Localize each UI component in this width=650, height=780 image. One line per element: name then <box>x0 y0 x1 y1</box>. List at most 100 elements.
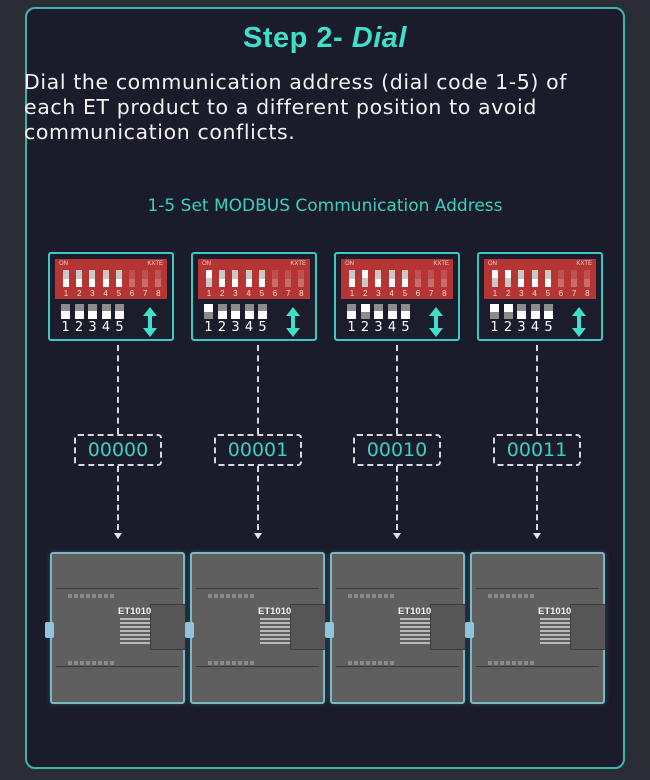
dashed-connector <box>257 345 259 434</box>
dip-toggle-7[interactable] <box>142 270 149 287</box>
dip-toggle-4[interactable] <box>531 270 538 287</box>
led <box>68 594 72 598</box>
dip-toggle-2[interactable] <box>219 270 226 287</box>
dip-toggle-6[interactable] <box>558 270 564 287</box>
dip-toggle-1[interactable] <box>349 270 355 287</box>
et-device[interactable]: ET1010 <box>470 552 605 704</box>
dip-toggle-1[interactable] <box>206 270 212 287</box>
zoomed-toggle-3[interactable] <box>231 304 240 319</box>
dip-toggle-7[interactable] <box>428 270 435 287</box>
zoomed-toggle-knob <box>88 311 97 319</box>
zoomed-toggle-4[interactable] <box>244 304 254 319</box>
dip-toggle-5[interactable] <box>544 270 551 287</box>
zoomed-toggle-1[interactable] <box>204 304 213 319</box>
zoomed-position-number: 2 <box>360 320 370 335</box>
et-device[interactable]: ET1010 <box>190 552 325 704</box>
arrow-down-icon <box>533 533 541 539</box>
dip-toggle-3[interactable] <box>89 270 96 287</box>
et-device[interactable]: ET1010 <box>50 552 185 704</box>
dip-toggle-knob <box>531 279 538 287</box>
dip-toggle-2[interactable] <box>76 270 83 287</box>
dip-position-number: 7 <box>571 289 577 298</box>
dip-toggle-7[interactable] <box>285 270 292 287</box>
dip-toggle-7[interactable] <box>571 270 578 287</box>
dip-toggle-5[interactable] <box>258 270 265 287</box>
dip-toggle-4[interactable] <box>388 270 395 287</box>
spec-line <box>260 630 290 632</box>
zoomed-toggle-2[interactable] <box>74 304 84 319</box>
zoomed-toggle-5[interactable] <box>258 304 267 319</box>
zoomed-position-number: 5 <box>401 320 410 335</box>
dip-toggle-4[interactable] <box>245 270 252 287</box>
zoomed-toggle-3[interactable] <box>88 304 97 319</box>
status-leds <box>208 661 254 665</box>
spec-line <box>260 634 290 636</box>
dip-position-number: 1 <box>206 289 212 298</box>
dip-toggle-knob <box>102 279 109 287</box>
dip-toggle-3[interactable] <box>232 270 239 287</box>
dip-toggle-knob <box>362 270 369 278</box>
et-device[interactable]: ET1010 <box>330 552 465 704</box>
dip-toggle-1[interactable] <box>492 270 498 287</box>
dip-toggle-knob <box>505 270 512 278</box>
spec-line <box>120 622 150 624</box>
address-value: 00001 <box>214 434 302 466</box>
zoomed-toggle-1[interactable] <box>61 304 70 319</box>
led <box>98 661 102 665</box>
led <box>372 661 376 665</box>
dip-toggle-1[interactable] <box>63 270 69 287</box>
device-cover <box>290 604 325 650</box>
device-cover <box>430 604 465 650</box>
spec-line <box>540 630 570 632</box>
dip-toggle-3[interactable] <box>518 270 525 287</box>
dip-toggle-8[interactable] <box>441 270 448 287</box>
zoomed-toggle-3[interactable] <box>517 304 526 319</box>
dip-toggle-5[interactable] <box>401 270 408 287</box>
zoomed-toggle-4[interactable] <box>101 304 111 319</box>
title-emphasis: Dial <box>351 22 407 54</box>
dip-toggle-6[interactable] <box>272 270 278 287</box>
dip-toggle-3[interactable] <box>375 270 382 287</box>
zoomed-toggle-5[interactable] <box>401 304 410 319</box>
dip-toggle-6[interactable] <box>129 270 135 287</box>
led <box>220 661 224 665</box>
dip-position-number: 5 <box>116 289 122 298</box>
dip-position-number: 6 <box>558 289 564 298</box>
zoomed-toggle-5[interactable] <box>544 304 553 319</box>
dip-toggle-2[interactable] <box>362 270 369 287</box>
zoomed-position-number: 3 <box>231 320 240 335</box>
led <box>214 661 218 665</box>
zoomed-toggle-4[interactable] <box>387 304 397 319</box>
zoomed-toggle-1[interactable] <box>347 304 356 319</box>
dip-toggle-knob <box>518 279 525 287</box>
dip-toggle-4[interactable] <box>102 270 109 287</box>
zoomed-toggle-1[interactable] <box>490 304 499 319</box>
dip-toggle-8[interactable] <box>155 270 162 287</box>
led <box>208 661 212 665</box>
led <box>530 594 534 598</box>
dip-toggle-6[interactable] <box>415 270 421 287</box>
page-title: Step 2- Dial <box>0 22 650 55</box>
dip-position-number: 6 <box>272 289 278 298</box>
dip-toggle-5[interactable] <box>115 270 122 287</box>
led <box>366 594 370 598</box>
zoomed-toggle-2[interactable] <box>217 304 227 319</box>
dip-position-number: 4 <box>389 289 394 298</box>
zoomed-toggle-knob <box>347 311 356 319</box>
zoomed-toggle-5[interactable] <box>115 304 124 319</box>
zoomed-toggle-2[interactable] <box>360 304 370 319</box>
zoomed-toggle-2[interactable] <box>503 304 513 319</box>
dip-position-number: 3 <box>376 289 381 298</box>
dashed-connector <box>117 345 119 434</box>
zoomed-position-number: 4 <box>530 320 540 335</box>
dip-toggle-8[interactable] <box>584 270 591 287</box>
dip-toggle-8[interactable] <box>298 270 305 287</box>
led <box>354 661 358 665</box>
zoomed-toggle-4[interactable] <box>530 304 540 319</box>
zoomed-toggle-3[interactable] <box>374 304 383 319</box>
dip-toggle-2[interactable] <box>505 270 512 287</box>
led <box>74 594 78 598</box>
device-spec-lines <box>260 618 290 646</box>
address-value: 00000 <box>74 434 162 466</box>
